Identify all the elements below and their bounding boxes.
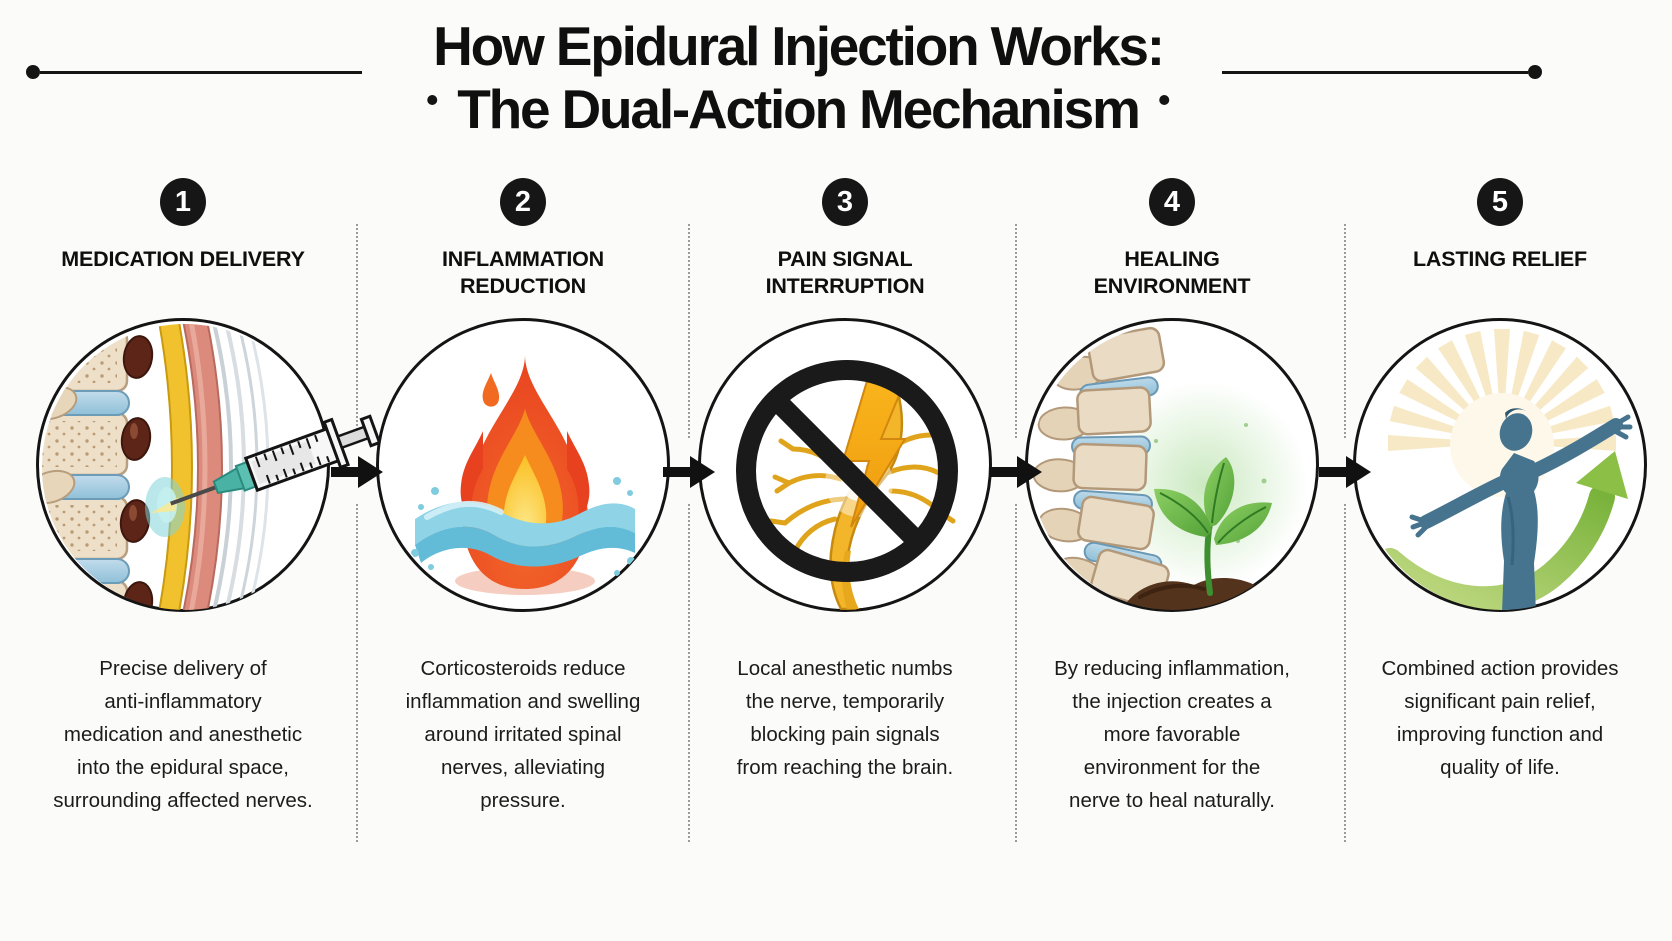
column-divider <box>1015 224 1017 842</box>
left-line-end-dot <box>26 65 40 79</box>
step-description: Corticosteroids reduce inflammation and … <box>405 657 641 812</box>
step-number-badge: 2 <box>500 178 546 226</box>
step-number-badge: 3 <box>822 178 868 226</box>
step-number-badge: 5 <box>1477 178 1523 226</box>
step-illustration-circle <box>376 318 670 612</box>
step-title: PAIN SIGNAL INTERRUPTION <box>765 247 925 298</box>
spine-epidural-injection-icon <box>42 324 382 610</box>
step-medication-delivery: 1 MEDICATION DELIVERY <box>28 178 382 817</box>
step-title: HEALING ENVIRONMENT <box>1093 247 1251 298</box>
step-inflammation-reduction: 2 INFLAMMATION REDUCTION <box>368 178 678 817</box>
step-description: Combined action provides significant pai… <box>1381 657 1619 779</box>
title-line-1: How Epidural Injection Works: <box>433 15 1165 77</box>
person-relief-icon <box>1377 329 1633 610</box>
left-title-rule <box>40 71 362 74</box>
flame-water-icon <box>411 355 635 595</box>
syringe-icon <box>170 414 382 506</box>
step-title: LASTING RELIEF <box>1413 247 1587 271</box>
step-number-badge: 1 <box>160 178 206 226</box>
right-arrow-icon <box>663 456 715 488</box>
spine-seedling-icon <box>1032 326 1308 610</box>
column-divider <box>688 224 690 842</box>
step-title: MEDICATION DELIVERY <box>61 247 305 271</box>
step-title: INFLAMMATION REDUCTION <box>442 247 604 298</box>
step-illustration-circle <box>698 318 992 612</box>
page-title: How Epidural Injection Works: The Dual-A… <box>427 16 1169 140</box>
step-illustration-circle <box>36 318 382 612</box>
step-pain-signal-interruption: 3 PAIN SIGNAL INTERRUPTION <box>690 178 1000 784</box>
step-description: Precise delivery of anti-inflammatory me… <box>53 657 313 812</box>
column-divider <box>1344 224 1346 842</box>
right-arrow-icon <box>990 456 1042 488</box>
right-line-end-dot <box>1528 65 1542 79</box>
step-lasting-relief: 5 LASTING RELIEF <box>1345 178 1655 784</box>
right-tick-dot <box>1158 95 1169 105</box>
step-description: By reducing inflammation, the injection … <box>1054 657 1290 812</box>
step-number-badge: 4 <box>1149 178 1195 226</box>
step-illustration-circle <box>1025 318 1319 612</box>
left-tick-dot <box>427 95 438 105</box>
title-line-2: The Dual-Action Mechanism <box>457 78 1141 140</box>
right-arrow-icon <box>331 456 383 488</box>
column-divider <box>356 224 358 842</box>
step-healing-environment: 4 HEALING ENVIRONMENT <box>1017 178 1327 817</box>
right-title-rule <box>1222 71 1528 74</box>
right-arrow-icon <box>1319 456 1371 488</box>
blocked-nerve-icon <box>736 360 958 610</box>
step-illustration-circle <box>1353 318 1647 612</box>
step-description: Local anesthetic numbs the nerve, tempor… <box>736 657 954 779</box>
